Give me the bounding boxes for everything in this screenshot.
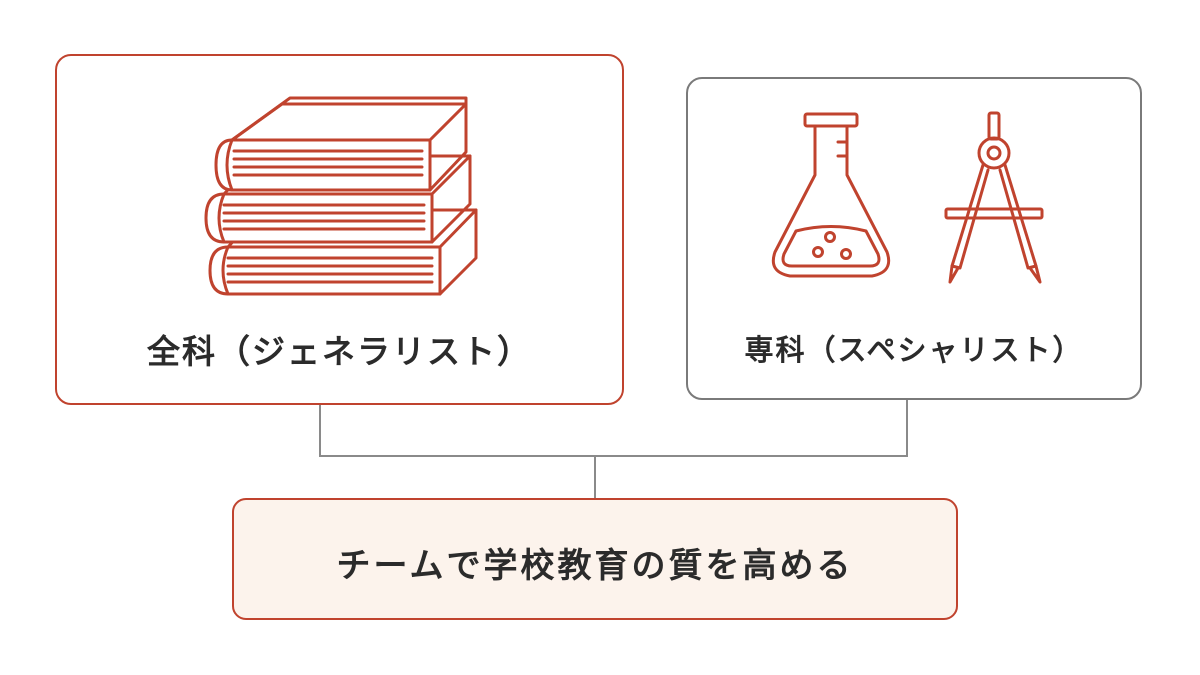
flask-icon xyxy=(771,112,891,278)
compass-icon xyxy=(944,111,1044,284)
goal-box xyxy=(232,498,958,620)
books-icon xyxy=(204,96,478,296)
connector-specialist xyxy=(595,400,908,457)
connector-lines xyxy=(319,400,908,498)
book-top xyxy=(214,96,468,192)
specialist-box xyxy=(686,77,1142,400)
generalist-label: 全科（ジェネラリスト） xyxy=(147,332,532,371)
goal-label: チームで学校教育の質を高める xyxy=(336,546,854,586)
connector-generalist xyxy=(319,405,595,457)
specialist-label: 専科（スペシャリスト） xyxy=(744,333,1084,367)
